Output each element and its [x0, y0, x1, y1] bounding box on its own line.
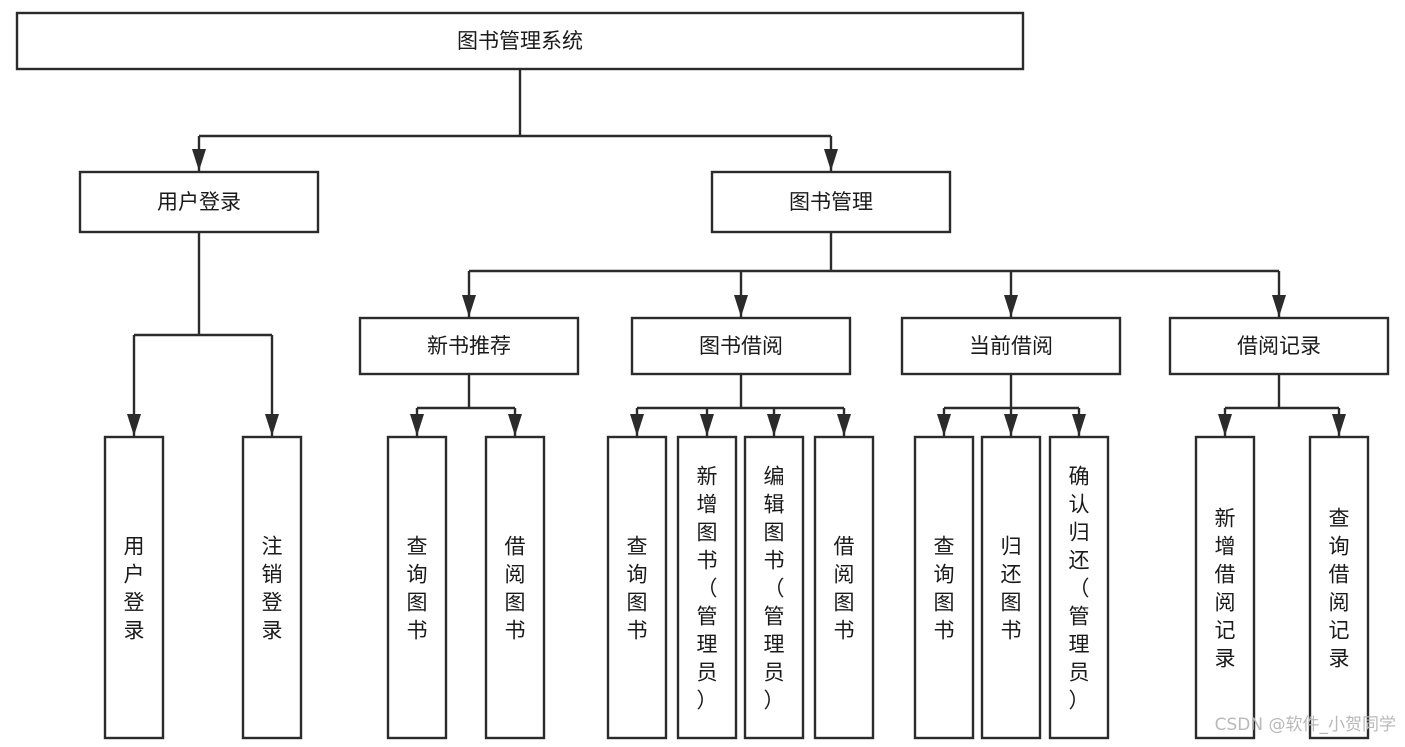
node-label-leaf-query-book-rec: 查询图书 — [407, 534, 428, 642]
node-leaf-add-book-admin: 新增图书（管理员） — [676, 435, 738, 740]
connectors-layer — [127, 69, 1346, 436]
node-new-book-recommend: 新书推荐 — [358, 316, 580, 376]
node-box-leaf-confirm-return-admin — [1048, 435, 1110, 740]
arrow-head-icon-leaf-add-book-admin — [700, 414, 714, 436]
node-box-borrow-record — [1168, 316, 1390, 376]
arrow-head-icon-leaf-query-book-rec — [410, 414, 424, 436]
node-box-book-manage — [710, 170, 952, 234]
arrow-head-icon-leaf-query-book-cur — [937, 414, 951, 436]
arrow-head-icon-leaf-query-borrow-record — [1332, 414, 1346, 436]
arrow-head-icon-leaf-edit-book-admin — [767, 414, 781, 436]
node-label-book-manage: 图书管理 — [789, 190, 873, 214]
node-box-leaf-borrow-book — [813, 435, 875, 740]
arrow-head-icon-leaf-query-book — [630, 414, 644, 436]
node-box-leaf-add-borrow-record — [1194, 435, 1256, 740]
node-box-leaf-query-book — [606, 435, 668, 740]
arrow-head-icon-book-manage — [824, 149, 838, 171]
node-box-leaf-borrow-book-rec — [484, 435, 546, 740]
node-box-leaf-query-book-cur — [913, 435, 975, 740]
node-leaf-edit-book-admin: 编辑图书（管理员） — [743, 435, 805, 740]
node-user-login: 用户登录 — [78, 170, 320, 234]
arrow-head-icon-borrow-record — [1272, 295, 1286, 317]
node-box-leaf-user-login — [103, 435, 165, 740]
arrow-head-icon-current-borrow — [1004, 295, 1018, 317]
arrow-head-icon-user-login — [192, 149, 206, 171]
node-label-leaf-edit-book-admin: 编辑图书（管理员） — [764, 464, 785, 712]
node-label-leaf-query-borrow-record: 查询借阅记录 — [1329, 506, 1350, 670]
node-leaf-query-book-rec: 查询图书 — [386, 435, 448, 740]
arrow-head-icon-leaf-borrow-book-rec — [508, 414, 522, 436]
node-label-leaf-add-borrow-record: 新增借阅记录 — [1215, 506, 1236, 670]
node-leaf-query-book: 查询图书 — [606, 435, 668, 740]
arrow-head-icon-leaf-borrow-book — [837, 414, 851, 436]
node-leaf-logout: 注销登录 — [241, 435, 303, 740]
node-box-user-login — [78, 170, 320, 234]
csdn-watermark: CSDN @软件_小贺同学 — [1215, 715, 1396, 735]
node-label-root: 图书管理系统 — [457, 29, 583, 53]
node-leaf-borrow-book: 借阅图书 — [813, 435, 875, 740]
node-leaf-confirm-return-admin: 确认归还（管理员） — [1048, 435, 1110, 740]
arrow-head-icon-leaf-user-login — [127, 414, 141, 436]
node-box-root — [15, 11, 1025, 71]
node-label-user-login: 用户登录 — [157, 190, 241, 214]
node-label-leaf-logout: 注销登录 — [262, 534, 283, 642]
node-label-leaf-confirm-return-admin: 确认归还（管理员） — [1069, 464, 1090, 712]
node-leaf-return-book: 归还图书 — [980, 435, 1042, 740]
node-box-current-borrow — [900, 316, 1122, 376]
node-book-borrow: 图书借阅 — [630, 316, 852, 376]
node-label-leaf-add-book-admin: 新增图书（管理员） — [697, 464, 718, 712]
node-box-leaf-add-book-admin — [676, 435, 738, 740]
node-box-leaf-query-book-rec — [386, 435, 448, 740]
node-borrow-record: 借阅记录 — [1168, 316, 1390, 376]
node-label-book-borrow: 图书借阅 — [699, 334, 783, 358]
node-label-current-borrow: 当前借阅 — [969, 334, 1053, 358]
arrow-head-icon-leaf-confirm-return-admin — [1072, 414, 1086, 436]
node-box-leaf-edit-book-admin — [743, 435, 805, 740]
node-box-book-borrow — [630, 316, 852, 376]
arrow-head-icon-new-book-recommend — [462, 295, 476, 317]
node-label-leaf-return-book: 归还图书 — [1001, 534, 1022, 642]
node-box-new-book-recommend — [358, 316, 580, 376]
node-label-leaf-borrow-book: 借阅图书 — [834, 534, 855, 642]
node-box-leaf-logout — [241, 435, 303, 740]
node-current-borrow: 当前借阅 — [900, 316, 1122, 376]
node-box-leaf-query-borrow-record — [1308, 435, 1370, 740]
node-label-leaf-borrow-book-rec: 借阅图书 — [505, 534, 526, 642]
boxes-layer: 图书管理系统用户登录图书管理新书推荐图书借阅当前借阅借阅记录用户登录注销登录查询… — [15, 11, 1390, 740]
node-label-borrow-record: 借阅记录 — [1237, 334, 1321, 358]
node-box-leaf-return-book — [980, 435, 1042, 740]
arrow-head-icon-leaf-return-book — [1004, 414, 1018, 436]
node-leaf-query-borrow-record: 查询借阅记录 — [1308, 435, 1370, 740]
arrow-head-icon-leaf-add-borrow-record — [1218, 414, 1232, 436]
node-book-manage: 图书管理 — [710, 170, 952, 234]
node-leaf-user-login: 用户登录 — [103, 435, 165, 740]
node-label-leaf-user-login: 用户登录 — [124, 534, 145, 642]
node-leaf-query-book-cur: 查询图书 — [913, 435, 975, 740]
arrow-head-icon-leaf-logout — [265, 414, 279, 436]
node-root: 图书管理系统 — [15, 11, 1025, 71]
node-leaf-borrow-book-rec: 借阅图书 — [484, 435, 546, 740]
node-leaf-add-borrow-record: 新增借阅记录 — [1194, 435, 1256, 740]
node-label-leaf-query-book-cur: 查询图书 — [934, 534, 955, 642]
node-label-new-book-recommend: 新书推荐 — [427, 334, 511, 358]
arrow-head-icon-book-borrow — [734, 295, 748, 317]
node-label-leaf-query-book: 查询图书 — [627, 534, 648, 642]
